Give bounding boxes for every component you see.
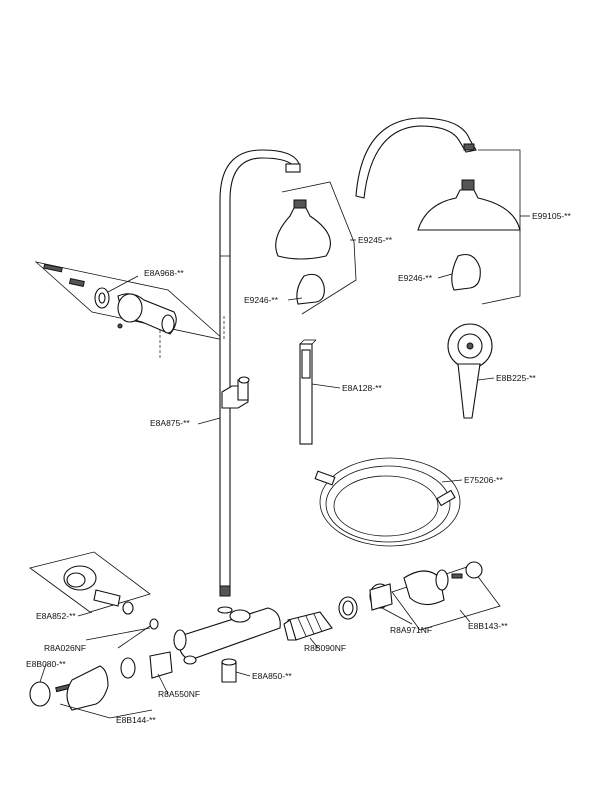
- stick-hand-shower: [299, 339, 317, 445]
- bottom-left-knob-parts: [29, 651, 173, 719]
- label-e8a850: E8A850-**: [252, 671, 292, 681]
- label-e8a875: E8A875-**: [150, 418, 190, 428]
- shower-head-large: [355, 117, 521, 305]
- round-hand-shower: [447, 323, 493, 419]
- check-valve: [221, 658, 237, 683]
- thermostatic-cartridge: [283, 611, 333, 641]
- label-r8a026nf: R8A026NF: [44, 643, 87, 653]
- label-r8b090nf: R8B090NF: [304, 643, 347, 653]
- leader-lines: [39, 215, 530, 695]
- label-e99105: E99105-**: [532, 211, 571, 221]
- shower-head-small: [275, 181, 357, 315]
- label-e9246-right: E9246-**: [398, 273, 433, 283]
- label-e9245: E9245-**: [358, 235, 393, 245]
- label-e8b080: E8B080-**: [26, 659, 66, 669]
- label-r8a550nf: R8A550NF: [158, 689, 201, 699]
- mixer-body: [173, 607, 281, 665]
- label-e75206: E75206-**: [464, 475, 503, 485]
- label-e8a852: E8A852-**: [36, 611, 76, 621]
- label-r8a971nf: R8A971NF: [390, 625, 433, 635]
- shower-hose: [314, 457, 461, 547]
- label-e8b143: E8B143-**: [468, 621, 508, 631]
- label-e8a968: E8A968-**: [144, 268, 184, 278]
- wall-bracket-assembly: [34, 261, 226, 358]
- left-handle-parts: [29, 551, 159, 641]
- label-e8b144: E8B144-**: [116, 715, 156, 725]
- label-e8b225: E8B225-**: [496, 373, 536, 383]
- label-e9246-left: E9246-**: [244, 295, 279, 305]
- label-e8a128: E8A128-**: [342, 383, 382, 393]
- riser-rail: [217, 149, 301, 614]
- right-valve-parts: [338, 561, 501, 631]
